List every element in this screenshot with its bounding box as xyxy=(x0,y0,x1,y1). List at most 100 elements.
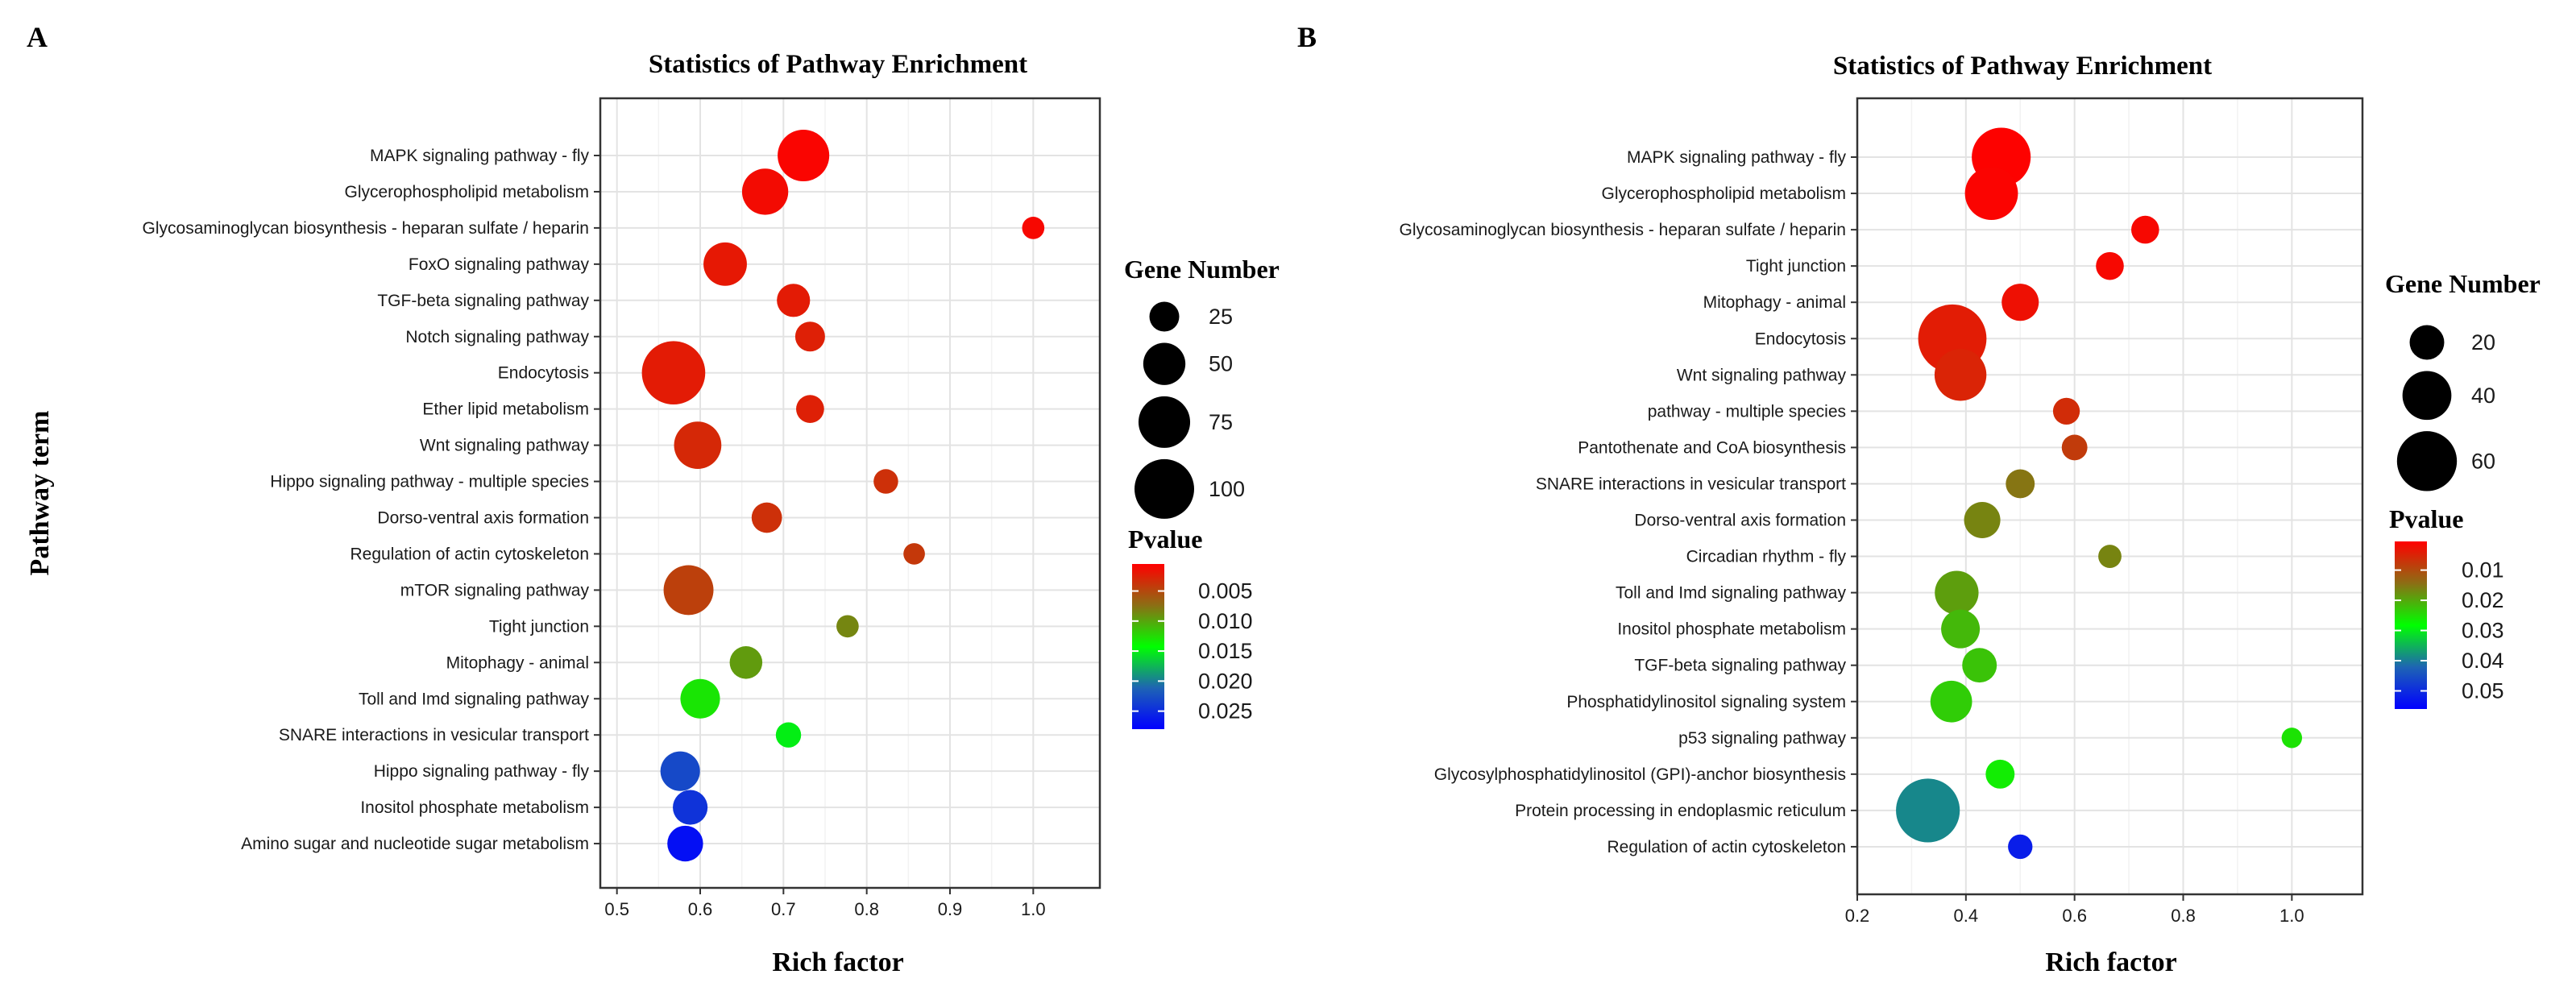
y-tick-label: Wnt signaling pathway xyxy=(420,437,590,455)
x-tick-label: 0.8 xyxy=(854,899,879,919)
x-tick-label: 0.9 xyxy=(938,899,963,919)
y-tick-label: pathway - multiple species xyxy=(1648,402,1846,421)
data-point xyxy=(1941,609,1981,649)
y-tick-label: TGF-beta signaling pathway xyxy=(377,292,589,310)
data-point xyxy=(2131,215,2159,244)
data-point xyxy=(1896,778,1960,843)
y-tick-label: p53 signaling pathway xyxy=(1678,729,1846,748)
y-tick-label: Regulation of actin cytoskeleton xyxy=(1607,838,1846,856)
color-legend-label: 0.03 xyxy=(2462,619,2504,643)
data-point xyxy=(1935,570,1979,615)
data-point xyxy=(741,168,789,215)
data-point xyxy=(903,543,925,565)
data-point xyxy=(663,565,714,616)
y-tick-label: FoxO signaling pathway xyxy=(409,255,590,274)
data-point xyxy=(2001,284,2039,321)
y-tick-label: mTOR signaling pathway xyxy=(400,581,590,599)
y-tick-label: MAPK signaling pathway - fly xyxy=(1627,148,1846,167)
y-tick-label: Tight junction xyxy=(1746,257,1846,276)
y-tick-label: Hippo signaling pathway - fly xyxy=(374,762,590,781)
data-point xyxy=(667,825,703,862)
y-tick-label: Regulation of actin cytoskeleton xyxy=(350,545,589,563)
y-tick-label: Dorso-ventral axis formation xyxy=(377,509,589,528)
color-legend-label: 0.010 xyxy=(1198,609,1253,633)
size-legend-label: 40 xyxy=(2471,384,2495,408)
size-legend-label: 25 xyxy=(1209,305,1233,329)
data-point xyxy=(660,751,700,791)
x-tick-label: 1.0 xyxy=(2279,906,2304,926)
x-tick-label: 0.4 xyxy=(1954,906,1979,926)
data-point xyxy=(2006,469,2035,499)
color-legend-title: Pvalue xyxy=(1128,525,1202,554)
plot-border xyxy=(1856,97,2364,896)
color-legend-label: 0.005 xyxy=(1198,579,1253,603)
data-point xyxy=(1985,759,2015,789)
data-point xyxy=(1934,349,1987,401)
y-tick-label: Hippo signaling pathway - multiple speci… xyxy=(270,473,589,491)
y-axis-label: Pathway term xyxy=(25,411,55,576)
x-tick-label: 0.5 xyxy=(604,899,629,919)
y-tick-label: MAPK signaling pathway - fly xyxy=(370,147,589,165)
data-point xyxy=(2096,251,2124,280)
color-legend-label: 0.02 xyxy=(2462,588,2504,612)
y-tick-label: TGF-beta signaling pathway xyxy=(1634,657,1846,675)
size-legend-label: 60 xyxy=(2471,449,2495,473)
panel-label: A xyxy=(27,21,48,53)
size-legend-dot xyxy=(1143,342,1186,385)
data-point xyxy=(641,341,706,405)
size-legend-dot xyxy=(1135,458,1194,519)
size-legend-dot xyxy=(2409,325,2445,360)
y-tick-label: Mitophagy - animal xyxy=(446,653,589,672)
data-point xyxy=(1964,501,2001,539)
size-legend-label: 20 xyxy=(2471,330,2495,355)
x-tick-label: 0.2 xyxy=(1845,906,1870,926)
y-tick-label: Pantothenate and CoA biosynthesis xyxy=(1578,438,1846,457)
y-tick-label: Circadian rhythm - fly xyxy=(1686,548,1847,566)
data-point xyxy=(2008,834,2033,860)
data-point xyxy=(1962,648,1997,683)
color-legend-label: 0.020 xyxy=(1198,669,1253,693)
color-legend-label: 0.04 xyxy=(2462,649,2504,673)
y-tick-label: Endocytosis xyxy=(1755,330,1846,348)
y-tick-label: Ether lipid metabolism xyxy=(422,400,589,419)
y-tick-label: Glycosaminoglycan biosynthesis - heparan… xyxy=(1400,221,1846,239)
y-tick-label: Protein processing in endoplasmic reticu… xyxy=(1515,802,1846,820)
data-point xyxy=(836,615,859,638)
data-point xyxy=(2281,728,2303,748)
size-legend-dot xyxy=(1138,396,1191,448)
data-point xyxy=(2098,545,2122,568)
data-point xyxy=(729,646,763,679)
size-legend-title: Gene Number xyxy=(1124,255,1280,284)
y-tick-label: Amino sugar and nucleotide sugar metabol… xyxy=(241,835,589,853)
y-tick-label: Toll and Imd signaling pathway xyxy=(1616,584,1847,603)
x-tick-label: 0.6 xyxy=(2062,906,2087,926)
data-point xyxy=(674,421,722,469)
x-tick-label: 0.7 xyxy=(771,899,796,919)
panel-label: B xyxy=(1297,21,1317,53)
data-point xyxy=(751,502,782,533)
data-point xyxy=(1964,167,2018,220)
y-tick-label: SNARE interactions in vesicular transpor… xyxy=(279,726,589,744)
size-legend-label: 100 xyxy=(1209,477,1245,501)
data-point xyxy=(703,242,747,286)
data-point xyxy=(1022,217,1045,239)
y-tick-label: Endocytosis xyxy=(498,364,589,383)
data-point xyxy=(778,129,830,182)
size-legend-dot xyxy=(2402,371,2452,421)
plot-area xyxy=(1857,98,2362,894)
y-tick-label: Wnt signaling pathway xyxy=(1677,366,1847,384)
data-point xyxy=(1930,680,1972,723)
data-point xyxy=(796,395,824,424)
y-tick-label: Glycerophospholipid metabolism xyxy=(1602,185,1847,203)
color-legend-bar xyxy=(2395,541,2427,709)
size-legend-label: 50 xyxy=(1209,352,1233,376)
y-tick-label: Inositol phosphate metabolism xyxy=(360,798,589,817)
color-legend-title: Pvalue xyxy=(2389,504,2463,533)
size-legend-dot xyxy=(2396,431,2458,491)
y-tick-label: Notch signaling pathway xyxy=(405,328,589,346)
data-point xyxy=(2061,434,2088,461)
y-tick-label: Glycosylphosphatidylinositol (GPI)-ancho… xyxy=(1434,765,1846,784)
